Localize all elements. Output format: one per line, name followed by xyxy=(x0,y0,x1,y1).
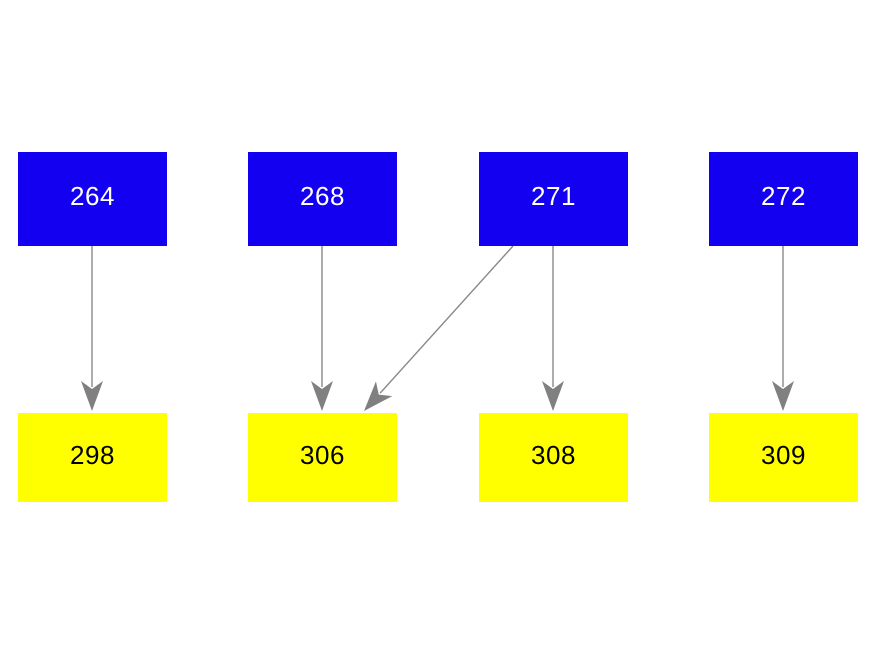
arrowhead-icon xyxy=(311,381,333,411)
node-308[interactable]: 308 xyxy=(479,413,628,502)
node-label: 309 xyxy=(761,439,806,470)
node-268[interactable]: 268 xyxy=(248,152,397,246)
node-272[interactable]: 272 xyxy=(709,152,858,246)
node-271[interactable]: 271 xyxy=(479,152,628,246)
node-label: 271 xyxy=(531,181,576,211)
node-label: 306 xyxy=(300,439,345,470)
edge-line xyxy=(379,245,514,394)
node-label: 308 xyxy=(531,439,576,470)
arrowhead-icon xyxy=(542,381,564,411)
node-264[interactable]: 264 xyxy=(18,152,167,246)
node-298[interactable]: 298 xyxy=(18,413,167,502)
edge-264-298 xyxy=(81,246,103,411)
edge-268-306 xyxy=(311,246,333,411)
node-label: 268 xyxy=(300,181,345,211)
node-306[interactable]: 306 xyxy=(248,413,397,502)
edge-272-309 xyxy=(772,246,794,411)
edge-271-308 xyxy=(542,246,564,411)
arrowhead-icon xyxy=(364,381,393,411)
arrowhead-icon xyxy=(81,381,103,411)
node-label: 264 xyxy=(70,181,115,211)
node-label: 298 xyxy=(70,439,115,470)
arrowhead-icon xyxy=(772,381,794,411)
edge-271-306 xyxy=(364,245,514,411)
node-label: 272 xyxy=(761,181,806,211)
node-309[interactable]: 309 xyxy=(709,413,858,502)
